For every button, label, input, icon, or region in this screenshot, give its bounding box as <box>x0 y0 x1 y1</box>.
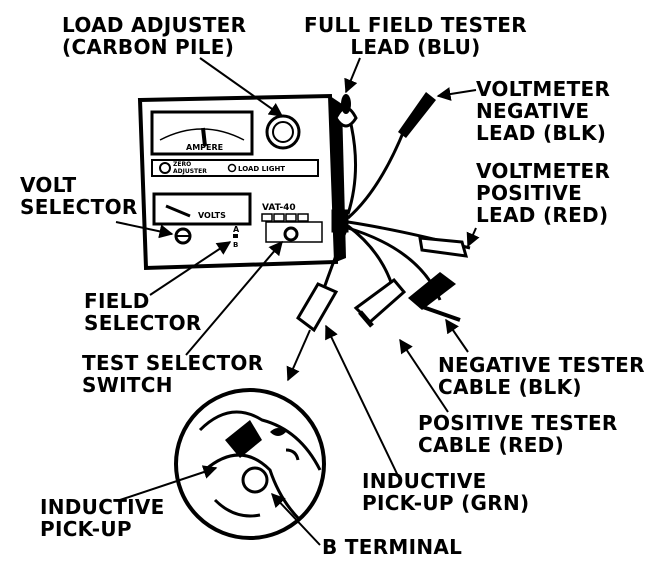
positive-tester-cable-label: POSITIVE TESTER CABLE (RED) <box>418 411 618 457</box>
inset-detail <box>174 388 326 540</box>
b-terminal-label: B TERMINAL <box>322 535 463 559</box>
inductive-pickup-clamp <box>296 282 339 333</box>
voltmeter-positive-lead-label: VOLTMETER POSITIVE LEAD (RED) <box>476 159 611 227</box>
voltmeter-gauge: VOLTS <box>152 192 252 226</box>
negative-tester-clamp <box>408 272 461 322</box>
load-adjuster-label: LOAD ADJUSTER (CARBON PILE) <box>62 13 247 59</box>
load-light-label: LOAD LIGHT <box>238 165 285 173</box>
full-field-clip <box>334 94 358 128</box>
voltmeter-negative-lead-label: VOLTMETER NEGATIVE LEAD (BLK) <box>476 77 611 145</box>
zero-adjuster-line1: ZERO <box>173 161 191 168</box>
zero-adjuster-icon[interactable] <box>159 162 171 174</box>
positive-tester-clamp <box>353 277 407 328</box>
tester-unit: AMPERE ZERO ADJUSTER LOAD LIGHT VOLTS VA… <box>137 93 346 271</box>
volts-label: VOLTS <box>198 211 226 220</box>
field-selector[interactable]: A B <box>233 225 240 249</box>
test-selector-buttons[interactable] <box>261 213 309 222</box>
volt-selector-label: VOLT SELECTOR <box>20 173 138 219</box>
field-pos-a: A <box>233 225 240 234</box>
load-light-icon <box>227 163 237 173</box>
voltmeter-negative-clip <box>398 92 436 138</box>
field-pos-b: B <box>233 241 238 249</box>
leader-lines <box>115 57 480 546</box>
load-adjuster-knob[interactable] <box>265 114 301 150</box>
inductive-pickup-grn-label: INDUCTIVE PICK-UP (GRN) <box>362 469 530 515</box>
test-selector-switch-label: TEST SELECTOR SWITCH <box>82 351 264 397</box>
inductive-pickup-label: INDUCTIVE PICK-UP <box>40 495 165 541</box>
negative-tester-cable-label: NEGATIVE TESTER CABLE (BLK) <box>438 353 645 399</box>
test-selector-switch[interactable] <box>283 226 299 242</box>
voltmeter-positive-clip <box>418 236 469 258</box>
ampere-label: AMPERE <box>186 143 223 152</box>
field-selector-label: FIELD SELECTOR <box>84 289 202 335</box>
model-label: VAT-40 <box>262 203 296 213</box>
zero-adjuster-line2: ADJUSTER <box>173 168 207 175</box>
volt-selector-knob[interactable] <box>174 227 192 245</box>
full-field-tester-lead-label: FULL FIELD TESTER LEAD (BLU) <box>304 13 527 59</box>
ammeter-gauge: AMPERE <box>150 110 254 156</box>
